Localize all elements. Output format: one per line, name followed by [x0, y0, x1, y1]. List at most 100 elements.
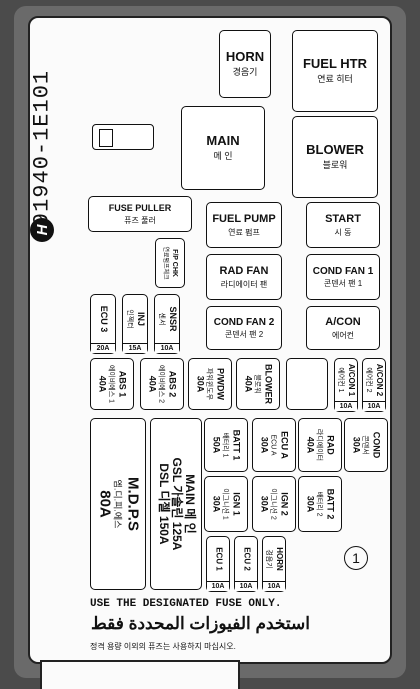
fuse-horn: HORN 경음기 10A	[262, 536, 286, 592]
fuse-mdps-label: M.D.P.S	[124, 477, 142, 531]
relay-cond-fan-2: COND FAN 2 콘덴서 팬 2	[206, 306, 282, 350]
fuse-batt-2-sub: 배터리 2	[315, 491, 323, 517]
fuse-abs-1-sub: 에이비에스 1	[107, 364, 115, 404]
fuse-ign-1-label: IGN 1	[231, 492, 242, 516]
fuse-acon-1-label: A/CON 1	[347, 363, 357, 397]
relay-main: MAIN 메 인	[181, 106, 265, 190]
fuse-acon-1-sub: 에어컨 1	[337, 367, 345, 393]
relay-fuel-pump-sub: 연료 펌프	[228, 227, 260, 237]
fuse-puller-text: FUSE PULLER	[108, 203, 172, 214]
fuse-snsr-sub: 센서	[157, 312, 165, 326]
fuse-ign-2-label: IGN 2	[279, 492, 290, 516]
fuse-ecu-1-label: ECU 1	[214, 547, 224, 571]
fuse-abs-2-amp: 40A	[148, 375, 159, 393]
relay-fuel-htr-label: FUEL HTR	[302, 56, 368, 72]
relay-blower-sub: 블로워	[322, 160, 348, 171]
fuse-acon-2-amp: 10A	[363, 401, 385, 411]
fp-chk-sub: 연료펌프체크	[162, 246, 169, 280]
relay-main-label: MAIN	[206, 133, 240, 149]
part-number: 91940-1E101	[29, 69, 55, 227]
fuse-acon-2: A/CON 2 에어컨 2 10A	[362, 358, 386, 412]
fuse-blower-sub: 블로워	[253, 374, 261, 394]
fuse-inj-label: INJ	[135, 311, 146, 327]
fuse-ign-1: IGN 1 이그니션 1 30A	[204, 476, 248, 532]
fuse-horn-label: HORN	[275, 547, 285, 571]
fuse-mdps-sub: 엠.디.피.에스	[112, 479, 123, 529]
fuse-pwdw-label: P/WDW	[215, 367, 226, 400]
fuse-main: MAIN 메 인 GSL 가솔린 125A DSL 디젤 150A	[150, 418, 202, 590]
fuse-batt-2-amp: 30A	[306, 495, 317, 513]
relay-start-sub: 시 동	[334, 227, 352, 237]
relay-main-sub: 메 인	[213, 151, 233, 162]
fuse-rad-label: RAD	[325, 435, 336, 455]
fuse-snsr-amp: 10A	[155, 343, 179, 353]
relay-fuel-pump: FUEL PUMP 연료 펌프	[206, 202, 282, 248]
relay-start-label: START	[325, 213, 361, 226]
fuse-ecu-2-amp: 10A	[235, 581, 257, 591]
relay-horn-sub: 경음기	[232, 67, 258, 78]
notice-english: USE THE DESIGNATED FUSE ONLY.	[90, 598, 282, 610]
fuse-rad: RAD 라디에이터 40A	[298, 418, 342, 472]
fuse-ecu-3-label: ECU 3	[98, 305, 109, 333]
fuse-batt-1-amp: 50A	[212, 436, 223, 454]
relay-fuel-htr-sub: 연료 히터	[317, 74, 353, 85]
fuse-ecu-3: ECU 3 20A	[90, 294, 116, 354]
fuse-blower: BLOWER 블로워 40A	[236, 358, 280, 410]
fuse-pwdw: P/WDW 파워윈도우 30A	[188, 358, 232, 410]
fuse-ecu-a-amp: 30A	[260, 436, 271, 454]
fuse-mdps: M.D.P.S 엠.디.피.에스 80A	[90, 418, 146, 590]
relay-fuel-pump-label: FUEL PUMP	[212, 213, 276, 226]
fuse-ign-1-amp: 30A	[212, 495, 223, 513]
fuse-inj: INJ 인젝터 15A	[122, 294, 148, 354]
fuse-rad-amp: 40A	[306, 436, 317, 454]
fuse-batt-1-sub: 배터리 1	[221, 432, 229, 458]
fuse-abs-2-sub: 에이비에스 2	[157, 364, 165, 404]
fuse-puller-slot	[92, 124, 154, 150]
fuse-main-label: MAIN 메 인	[182, 474, 197, 534]
housing-clip-tabs	[40, 660, 240, 689]
fuse-acon-2-sub: 에어컨 2	[365, 367, 373, 393]
relay-cond-fan-1-label: COND FAN 1	[312, 265, 374, 277]
position-number: 1	[344, 546, 368, 570]
fuse-main-dsl: DSL 디젤 150A	[156, 463, 171, 545]
fuse-abs-1: ABS 1 에이비에스 1 40A	[90, 358, 134, 410]
fuse-ign-2-sub: 이그니션 2	[269, 488, 277, 520]
fuse-snsr-label: SNSR	[167, 306, 178, 332]
hyundai-logo-icon: H	[30, 218, 54, 242]
relay-acon-label: A/CON	[325, 316, 361, 329]
fuse-horn-sub: 경음기	[265, 549, 273, 569]
fuse-blower-label: BLOWER	[263, 364, 274, 404]
fuse-rad-sub: 라디에이터	[315, 428, 323, 462]
fuse-acon-1-amp: 10A	[335, 401, 357, 411]
fuse-abs-2: ABS 2 에이비에스 2 40A	[140, 358, 184, 410]
fuse-ign-1-sub: 이그니션 1	[221, 488, 229, 520]
fuse-snsr: SNSR 센서 10A	[154, 294, 180, 354]
fuse-ign-2: IGN 2 이그니션 2 30A	[252, 476, 296, 532]
relay-rad-fan: RAD FAN 라디에이터 팬	[206, 254, 282, 300]
fuse-abs-1-amp: 40A	[98, 375, 109, 393]
fuse-ecu-2: ECU 2 10A	[234, 536, 258, 592]
relay-rad-fan-sub: 라디에이터 팬	[220, 279, 268, 289]
fuse-ign-2-amp: 30A	[260, 495, 271, 513]
fuse-mdps-amp: 80A	[96, 490, 114, 518]
fuse-acon-2-label: A/CON 2	[375, 363, 385, 397]
fuse-cond-sub: 콘덴서	[361, 435, 369, 455]
fuse-ecu-2-label: ECU 2	[242, 547, 252, 571]
notice-arabic: استخدم الفيوزات المحددة فقط	[90, 614, 310, 633]
relay-acon: A/CON 에어컨	[306, 306, 380, 350]
relay-cond-fan-2-label: COND FAN 2	[213, 316, 275, 328]
fuse-acon-1: A/CON 1 에어컨 1 10A	[334, 358, 358, 412]
fp-chk-connector: F/P CHK 연료펌프체크	[155, 238, 185, 288]
relay-horn-label: HORN	[225, 49, 265, 65]
fuse-main-gsl: GSL 가솔린 125A	[169, 457, 184, 551]
relay-fuel-htr: FUEL HTR 연료 히터	[292, 30, 378, 112]
fuse-abs-1-label: ABS 1	[117, 370, 128, 398]
fuse-horn-amp: 10A	[263, 581, 285, 591]
fuse-puller-sub: 퓨즈 풀러	[124, 215, 156, 225]
relay-blower: BLOWER 블로워	[292, 116, 378, 198]
fuse-ecu-a-label: ECU A	[279, 431, 290, 459]
fuse-ecu-3-amp: 20A	[91, 343, 115, 353]
fuse-abs-2-label: ABS 2	[167, 370, 178, 398]
fuse-puller-label: FUSE PULLER 퓨즈 풀러	[88, 196, 192, 232]
relay-blower-label: BLOWER	[306, 142, 364, 158]
